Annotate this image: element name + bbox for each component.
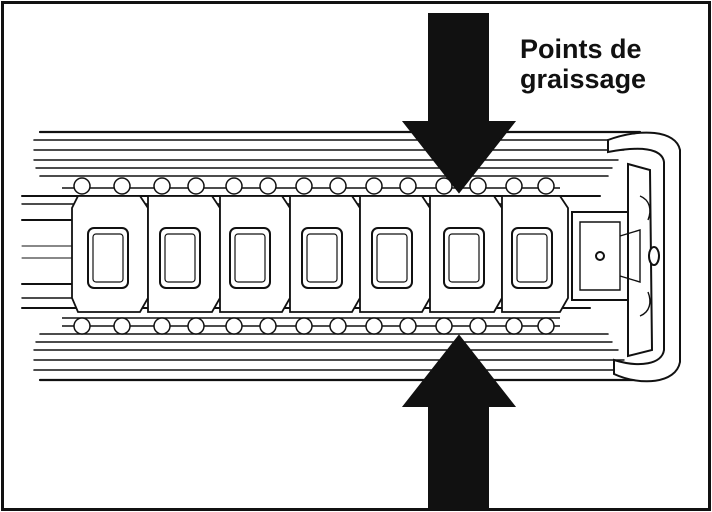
arrow-up-icon: [401, 334, 517, 511]
label-line-2: graissage: [520, 64, 647, 94]
arrow-down-icon: [401, 13, 517, 194]
rail-end-cap: [571, 131, 681, 383]
cage-windows: [87, 227, 553, 289]
ball-retainer-bottom: [62, 317, 560, 335]
label-line-1: Points de: [520, 34, 642, 64]
grease-points-label: Points de graissage: [520, 34, 646, 94]
